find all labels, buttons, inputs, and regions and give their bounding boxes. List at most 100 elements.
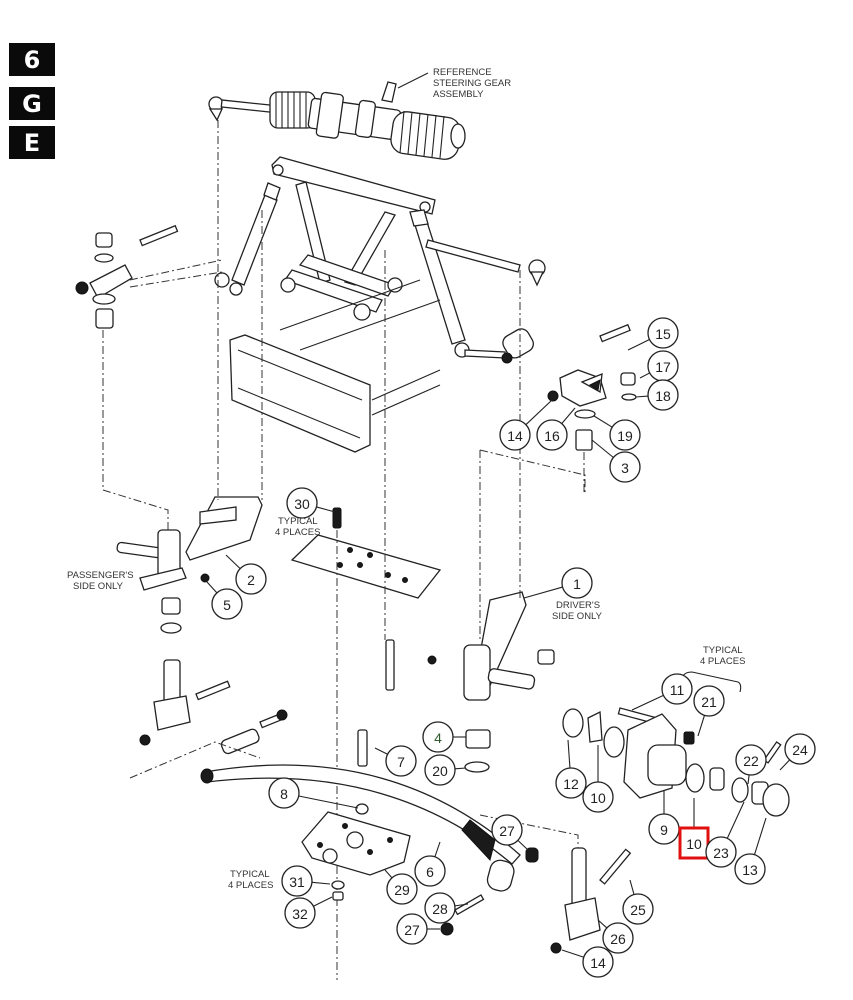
callout-circle <box>424 754 456 786</box>
callout-1: 1 <box>523 567 593 599</box>
callout-number: 1 <box>573 576 581 592</box>
steering-gear-assembly <box>208 72 466 160</box>
leader-line <box>525 399 553 426</box>
callout-circle <box>661 673 693 705</box>
leader-line <box>206 581 218 594</box>
callout-number: 27 <box>404 922 420 938</box>
note-line: PASSENGER'S <box>67 570 134 581</box>
callout-8: 8 <box>268 777 359 809</box>
callout-27: 27 <box>396 913 440 945</box>
note-line: SIDE ONLY <box>552 611 603 622</box>
note-driver-side: DRIVER'S SIDE ONLY <box>552 600 603 622</box>
callout-27: 27 <box>491 814 529 851</box>
leader-line <box>597 919 608 929</box>
callout-circle <box>602 922 634 954</box>
leader-line <box>591 439 614 458</box>
callout-19: 19 <box>593 415 641 451</box>
highlight-box <box>678 826 710 860</box>
callout-21: 21 <box>693 685 725 737</box>
leader-line <box>629 879 635 895</box>
callout-28: 28 <box>424 892 469 924</box>
callout-circle <box>424 892 456 924</box>
callout-circle <box>622 893 654 925</box>
note-line: SIDE ONLY <box>73 581 124 592</box>
callout-32: 32 <box>284 896 333 929</box>
callout-circle <box>284 897 316 929</box>
callout-number: 22 <box>743 753 759 769</box>
leader-line <box>454 767 467 770</box>
callout-23: 23 <box>705 801 745 868</box>
passenger-spindle-parts <box>102 120 263 746</box>
callout-number: 14 <box>507 428 523 444</box>
leader-line <box>384 869 393 879</box>
callout-number: 23 <box>713 845 729 861</box>
callout-2: 2 <box>225 554 267 595</box>
leader-line <box>627 339 650 351</box>
wheel-hub-assembly <box>562 671 790 817</box>
callout-circle <box>211 588 243 620</box>
callout-circle <box>609 451 641 483</box>
callout-11: 11 <box>631 673 693 711</box>
note-line: 4 PLACES <box>228 880 273 891</box>
callout-number: 17 <box>655 359 671 375</box>
callout-circle <box>561 567 593 599</box>
center-mount-plate <box>290 250 442 980</box>
callout-number: 10 <box>686 836 702 852</box>
callout-number: 26 <box>610 931 626 947</box>
callout-17: 17 <box>639 350 679 382</box>
leader-line <box>779 759 791 771</box>
section-tab-g: G <box>9 87 55 120</box>
leader-line <box>593 415 613 428</box>
callout-circle <box>647 379 679 411</box>
callout-circle <box>705 836 737 868</box>
callout-circle <box>582 946 614 978</box>
callout-number: 3 <box>621 460 629 476</box>
note-line: 4 PLACES <box>275 527 320 538</box>
callout-number: 32 <box>292 906 308 922</box>
leader-line <box>631 694 664 711</box>
callout-circle <box>386 873 418 905</box>
leader-line <box>561 949 584 958</box>
note-line: 4 PLACES <box>700 656 745 667</box>
callout-number: 16 <box>544 428 560 444</box>
callout-number: 21 <box>701 694 717 710</box>
leader-line <box>434 841 441 857</box>
callout-5: 5 <box>206 581 243 620</box>
callout-circle <box>555 767 587 799</box>
callout-29: 29 <box>384 869 418 905</box>
note-typical-30: TYPICAL 4 PLACES <box>275 516 320 538</box>
callout-circle <box>281 865 313 897</box>
note-typical-hub: TYPICAL 4 PLACES <box>700 645 745 667</box>
callout-number: 25 <box>630 902 646 918</box>
callout-14: 14 <box>499 399 553 451</box>
callout-number: 10 <box>590 790 606 806</box>
callout-number: 13 <box>742 862 758 878</box>
leader-line <box>374 747 388 755</box>
leader-line <box>316 506 336 513</box>
callout-number: 29 <box>394 882 410 898</box>
callout-number: 20 <box>432 763 448 779</box>
callout-26: 26 <box>597 919 634 954</box>
leader-line <box>454 903 469 907</box>
callout-circle <box>396 913 428 945</box>
callout-25: 25 <box>622 879 654 925</box>
callout-30: 30 <box>286 487 336 519</box>
callout-22: 22 <box>735 744 767 785</box>
callout-number: 8 <box>280 786 288 802</box>
leader-line <box>753 817 767 855</box>
note-line: REFERENCE <box>433 67 492 78</box>
leader-line <box>561 407 576 424</box>
note-line: STEERING GEAR <box>433 78 511 89</box>
callout-14: 14 <box>561 946 614 978</box>
callout-12: 12 <box>555 739 587 799</box>
section-tab-6: 6 <box>9 43 55 76</box>
left-tie-rod-end-parts <box>75 224 223 490</box>
callout-number: 5 <box>223 597 231 613</box>
callout-circle <box>286 487 318 519</box>
callout-circle <box>784 733 816 765</box>
callout-9: 9 <box>648 790 680 845</box>
note-steering-gear: REFERENCE STEERING GEAR ASSEMBLY <box>433 67 511 100</box>
callout-number: 18 <box>655 388 671 404</box>
